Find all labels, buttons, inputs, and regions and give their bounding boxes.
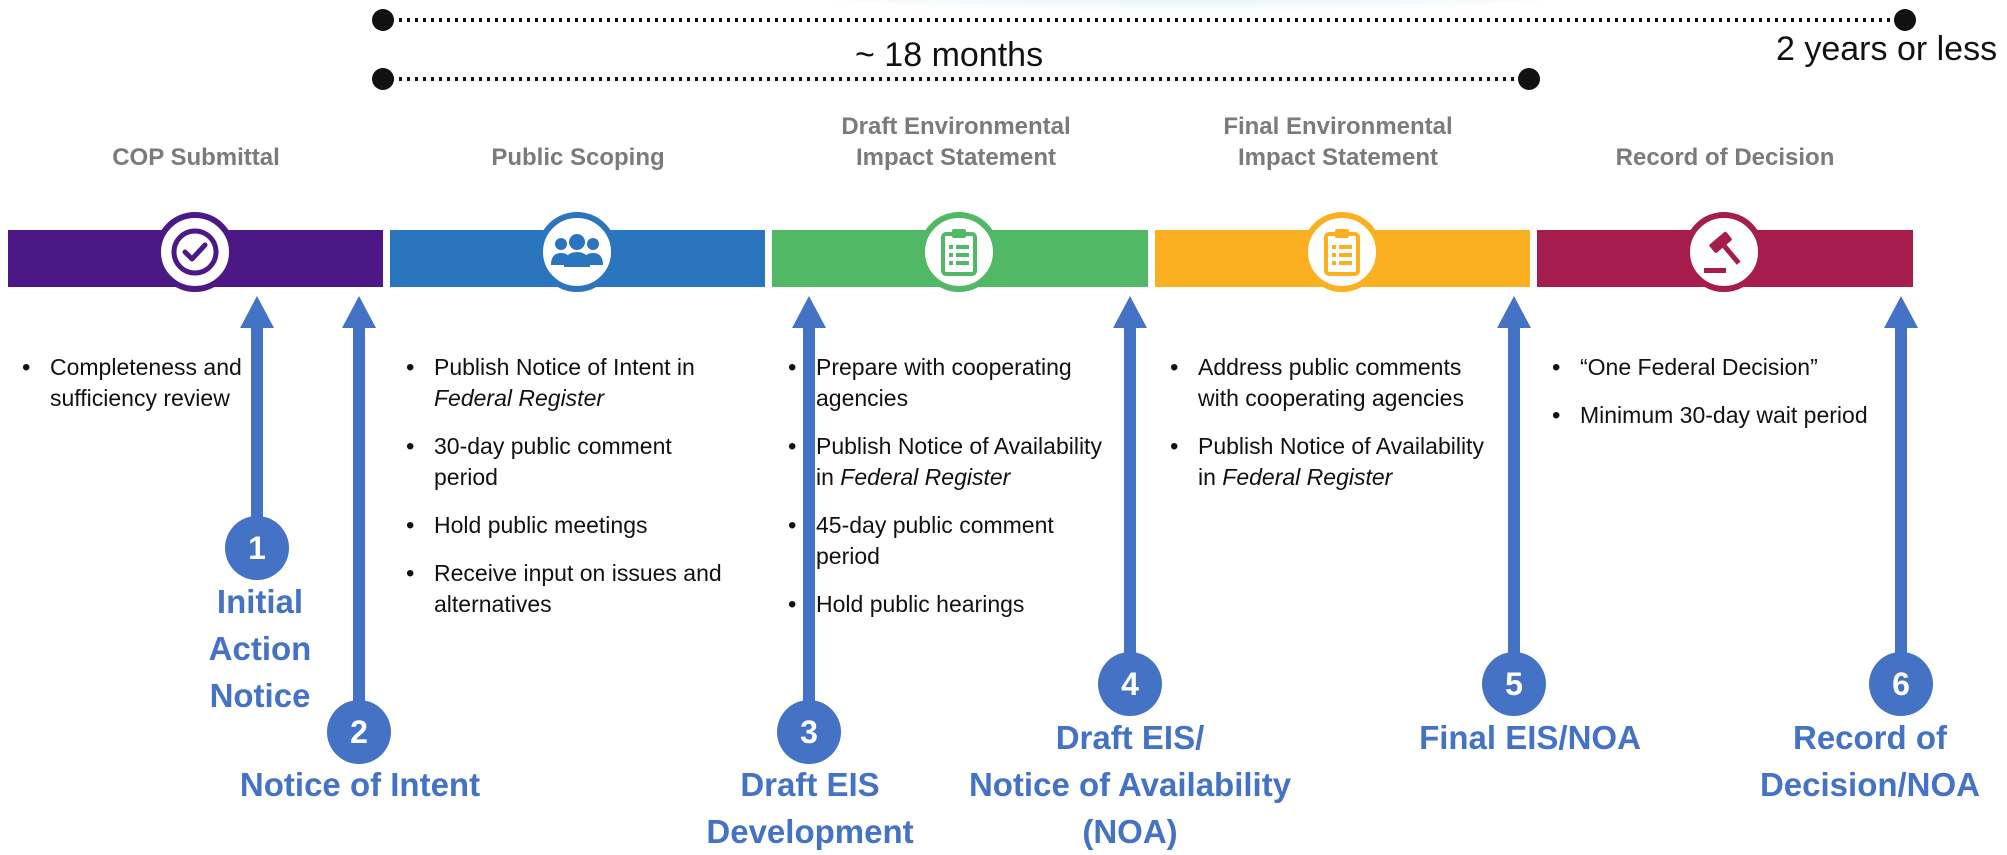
stage-title-line: Draft Environmental — [841, 113, 1071, 140]
milestone-label-1: Initial Action Notice — [160, 578, 360, 719]
eighteen-month-span-label: ~ 18 months — [855, 36, 1044, 74]
stage-title-line: Final Environmental — [1223, 113, 1453, 140]
milestone-label-line: Action — [208, 630, 312, 667]
list-item: Publish Notice of Availability in Federal… — [1166, 431, 1506, 493]
milestone-number-6: 6 — [1869, 652, 1933, 716]
gavel-icon — [1684, 212, 1764, 292]
stage-title-final-eis: Final Environmental Impact Statement — [1158, 111, 1518, 173]
list-item: Minimum 30-day wait period — [1548, 400, 1893, 431]
milestone-label-line: Notice of Intent — [239, 766, 481, 803]
list-item: Receive input on issues and alternatives — [402, 558, 742, 620]
stage-title-public-scoping: Public Scoping — [491, 144, 665, 171]
milestone-arrow-6 — [1895, 326, 1907, 656]
milestone-number-4: 4 — [1098, 652, 1162, 716]
milestone-label-line: Initial — [216, 583, 304, 620]
stage-details-record-of-decision: “One Federal Decision” Minimum 30-day wa… — [1548, 352, 1893, 448]
milestone-label-5: Final EIS/NOA — [1370, 714, 1690, 761]
milestone-label-line: Draft EIS — [740, 766, 880, 803]
milestone-label-line: (NOA) — [1082, 813, 1178, 850]
clipboard-list-icon — [919, 212, 999, 292]
arrow-up-icon — [792, 296, 826, 328]
list-item-text: Publish Notice of Intent in — [434, 354, 695, 380]
milestone-label-6: Record of Decision/NOA — [1735, 714, 2005, 808]
milestone-number-1: 1 — [225, 516, 289, 580]
two-year-span-label: 2 years or less — [1776, 30, 1998, 68]
arrow-up-icon — [1884, 296, 1918, 328]
milestone-label-3: Draft EIS Development — [660, 761, 960, 855]
milestone-label-line: Decision/NOA — [1759, 766, 1981, 803]
arrow-up-icon — [342, 296, 376, 328]
list-item: 30-day public comment period — [402, 431, 742, 493]
list-item-text: in — [816, 464, 841, 490]
two-year-span-line — [372, 9, 1916, 31]
stage-title-line: Impact Statement — [855, 144, 1057, 171]
list-item: Completeness and sufficiency review — [18, 352, 258, 414]
milestone-number-3: 3 — [777, 700, 841, 764]
eighteen-month-span-line — [372, 68, 1540, 90]
stage-details-draft-eis: Prepare with cooperating agencies Publis… — [784, 352, 1124, 637]
list-item-text: Publish Notice of Availability — [1198, 433, 1484, 459]
stage-details-final-eis: Address public comments with cooperating… — [1166, 352, 1506, 510]
milestone-arrow-1 — [251, 326, 263, 520]
milestone-label-2: Notice of Intent — [200, 761, 520, 808]
milestone-label-line: Notice of Availability — [968, 766, 1292, 803]
stage-title-cop-submittal: COP Submittal — [112, 144, 280, 171]
arrow-up-icon — [240, 296, 274, 328]
stage-details-cop-submittal: Completeness and sufficiency review — [18, 352, 258, 431]
header-sky-decoration — [640, 0, 1740, 10]
arrow-up-icon — [1113, 296, 1147, 328]
arrow-up-icon — [1497, 296, 1531, 328]
milestone-label-line: Notice — [209, 677, 311, 714]
stage-title-line: Impact Statement — [1237, 144, 1439, 171]
milestone-number-2: 2 — [327, 700, 391, 764]
list-item: Publish Notice of Availability in Federal… — [784, 431, 1124, 493]
list-item-emphasis: Federal Register — [434, 385, 605, 411]
milestone-label-line: Draft EIS/ — [1055, 719, 1205, 756]
stage-details-public-scoping: Publish Notice of Intent in Federal Regis… — [402, 352, 742, 637]
list-item-text: in — [1198, 464, 1223, 490]
list-item-emphasis: Federal Register — [1222, 464, 1393, 490]
stage-title-record-of-decision: Record of Decision — [1615, 144, 1835, 171]
milestone-number-5: 5 — [1482, 652, 1546, 716]
milestone-arrow-3 — [803, 326, 815, 702]
milestone-label-line: Record of — [1792, 719, 1947, 756]
milestone-label-line: Development — [706, 813, 914, 850]
list-item: “One Federal Decision” — [1548, 352, 1893, 383]
people-group-icon — [537, 212, 617, 292]
list-item: 45-day public comment period — [784, 510, 1124, 572]
list-item: Address public comments with cooperating… — [1166, 352, 1506, 414]
milestone-arrow-4 — [1124, 326, 1136, 656]
list-item: Publish Notice of Intent in Federal Regis… — [402, 352, 742, 414]
list-item: Hold public meetings — [402, 510, 742, 541]
milestone-label-4: Draft EIS/ Notice of Availability (NOA) — [930, 714, 1330, 855]
milestone-arrow-5 — [1508, 326, 1520, 656]
stage-title-draft-eis: Draft Environmental Impact Statement — [776, 111, 1136, 173]
list-item: Prepare with cooperating agencies — [784, 352, 1124, 414]
list-item: Hold public hearings — [784, 589, 1124, 620]
timeline-spans — [372, 9, 1916, 90]
check-circle-icon — [155, 212, 235, 292]
list-item-text: Publish Notice of Availability — [816, 433, 1102, 459]
clipboard-list-icon — [1302, 212, 1382, 292]
milestone-label-line: Final EIS/NOA — [1419, 719, 1641, 756]
milestone-arrow-2 — [353, 326, 365, 702]
list-item-emphasis: Federal Register — [840, 464, 1011, 490]
